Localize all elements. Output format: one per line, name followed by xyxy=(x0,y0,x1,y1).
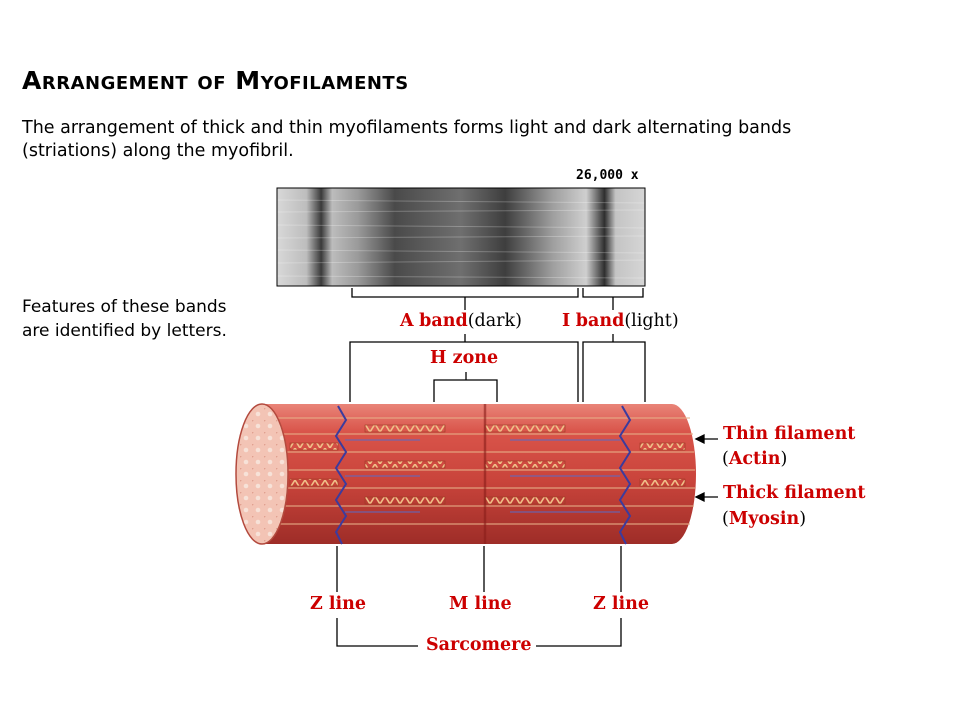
bottom-lines xyxy=(336,546,622,647)
intro-text: The arrangement of thick and thin myofil… xyxy=(22,117,922,163)
a-band-label: A band(dark) xyxy=(400,311,522,331)
a-band-dark: (dark) xyxy=(467,311,522,331)
i-band-label: I band(light) xyxy=(562,311,679,331)
intro-line-2: (striations) along the myofibril. xyxy=(22,141,294,161)
z-line-left-label: Z line xyxy=(310,594,367,614)
i-band-letter: I xyxy=(562,311,571,331)
electron-micrograph xyxy=(276,187,646,287)
a-band-letter: A xyxy=(400,311,414,331)
h-zone-label: H zone xyxy=(430,348,499,368)
features-line-1: Features of these bands xyxy=(22,297,227,317)
features-note: Features of these bands are identified b… xyxy=(22,295,282,343)
thin-filament-label: Thin filament xyxy=(723,424,856,444)
myosin-word: Myosin xyxy=(728,509,800,529)
actin-label: (Actin) xyxy=(722,449,788,469)
m-line-label: M line xyxy=(449,594,512,614)
filament-arrows xyxy=(694,433,718,503)
thick-filament-label: Thick filament xyxy=(723,483,866,503)
z-disc-right xyxy=(618,405,632,545)
magnification-label: 26,000 x xyxy=(576,168,639,183)
band-brackets xyxy=(349,334,646,402)
i-band-word: band xyxy=(575,311,625,331)
actin-word: Actin xyxy=(728,449,781,469)
micrograph-brackets xyxy=(351,288,644,310)
cylinder-end-face xyxy=(235,403,289,545)
z-line-right-label: Z line xyxy=(593,594,650,614)
features-line-2: are identified by letters. xyxy=(22,321,227,341)
z-disc-left xyxy=(334,405,348,545)
sarcomere-label: Sarcomere xyxy=(426,635,532,655)
i-band-light: (light) xyxy=(624,311,679,331)
myofibril-cylinder xyxy=(235,403,696,545)
intro-line-1: The arrangement of thick and thin myofil… xyxy=(22,118,792,138)
page-title: Arrangement of Myofilaments xyxy=(22,66,409,95)
myosin-label: (Myosin) xyxy=(722,509,807,529)
a-band-word: band xyxy=(419,311,468,331)
